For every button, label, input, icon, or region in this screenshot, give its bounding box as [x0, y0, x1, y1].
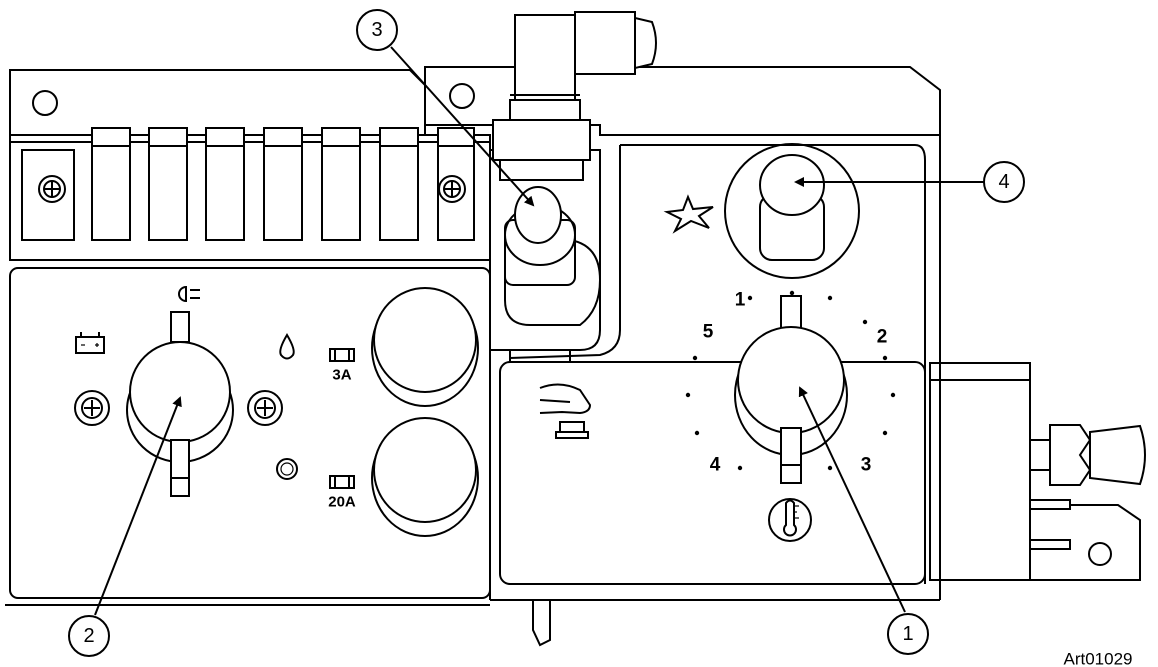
callout-4: 4 [794, 161, 1025, 203]
mounting-hole [32, 90, 58, 116]
dial-number-4: 4 [710, 455, 721, 476]
svg-text:1: 1 [902, 623, 913, 645]
thermometer-icon [768, 498, 812, 542]
fuse-3a-label: 3A [332, 367, 351, 384]
dial-number-1: 1 [735, 290, 746, 311]
svg-text:2: 2 [83, 625, 94, 647]
art-code: Art01029 [1064, 650, 1133, 667]
callout-3: 3 [356, 9, 535, 207]
indicator-led [276, 458, 298, 480]
lamp-icon [178, 285, 200, 303]
switch-3 [205, 127, 245, 241]
dial-number-5: 5 [703, 322, 714, 343]
switch-4 [263, 127, 303, 241]
screw-panel-right [247, 390, 283, 426]
switch-bank [21, 127, 475, 241]
fuse-holder-20a [371, 417, 479, 537]
switch-2 [148, 127, 188, 241]
battery-icon [75, 332, 105, 354]
switch-5 [321, 127, 361, 241]
water-drop-icon [279, 333, 295, 360]
reset-button-knob [724, 143, 860, 279]
elbow-fitting [492, 11, 657, 181]
valve-stem [504, 186, 602, 326]
mounting-hole [449, 83, 475, 109]
drain-nozzle [532, 599, 551, 647]
switch-6 [379, 127, 419, 241]
mode-switch-knob [126, 311, 234, 497]
right-panel [490, 135, 941, 601]
callout-1: 1 [798, 386, 929, 655]
switch-1 [91, 127, 131, 241]
thermostat-dial [734, 295, 848, 484]
screw-panel-left [74, 390, 110, 426]
dial-number-2: 2 [877, 327, 888, 348]
screw-left-top [38, 175, 66, 203]
dial-number-3: 3 [861, 455, 872, 476]
solenoid-block [929, 362, 1146, 581]
svg-text:4: 4 [998, 171, 1009, 193]
dial-scale-dots [685, 290, 896, 471]
fuse-holder-3a [371, 287, 479, 407]
svg-text:3: 3 [371, 19, 382, 41]
callout-2: 2 [68, 396, 182, 657]
star-icon [663, 194, 714, 234]
fuse-3a-icon [329, 348, 355, 362]
fuse-20a-icon [329, 475, 355, 489]
press-button-icon [539, 383, 592, 439]
mounting-hole [1088, 542, 1112, 566]
switch-end [21, 149, 75, 241]
fuse-20a-label: 20A [328, 494, 356, 511]
screw-right-top [438, 175, 466, 203]
